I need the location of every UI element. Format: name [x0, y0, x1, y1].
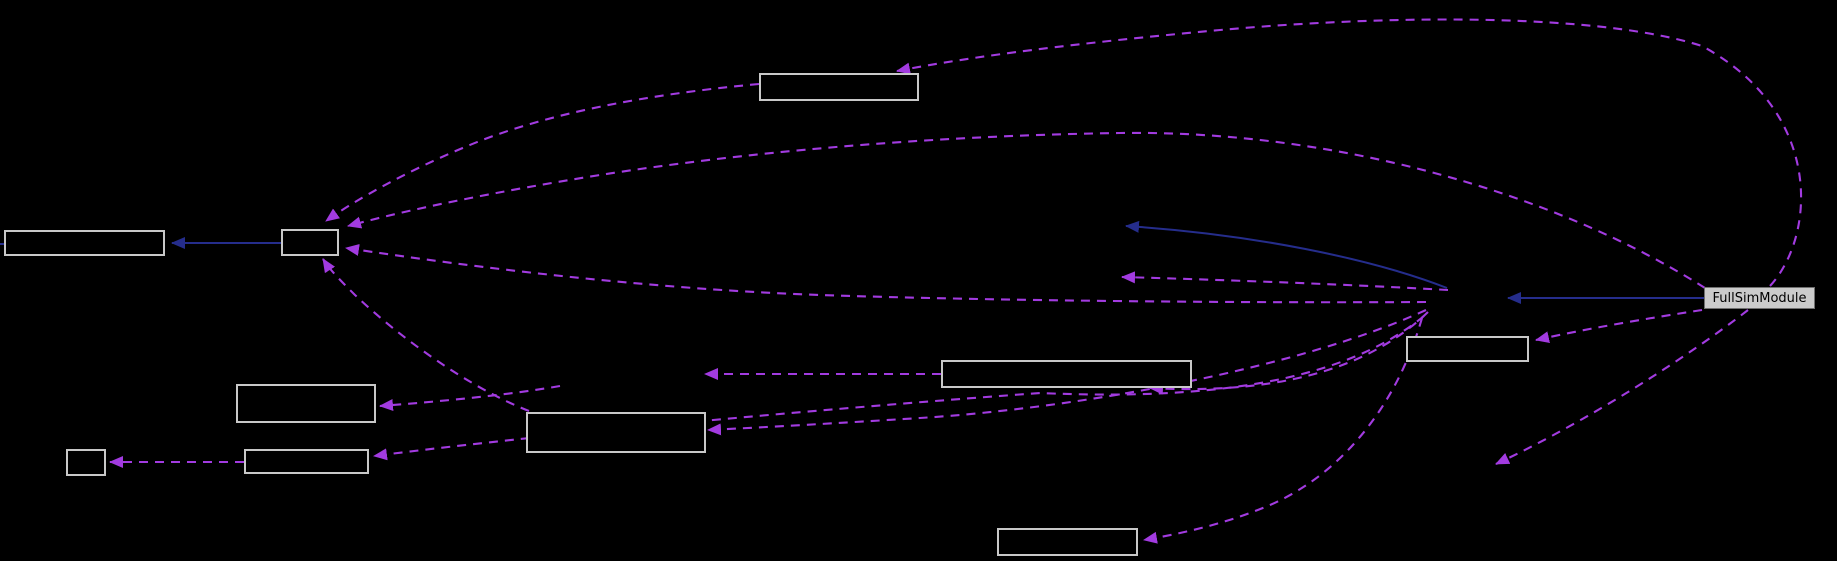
edge-junction-to-box-small-left: [345, 244, 1427, 304]
node-box-wide-mid[interactable]: [941, 360, 1192, 388]
edge-fullsimmodule-to-hidden-node-4: [1495, 309, 1749, 465]
node-box-tiny-left[interactable]: [66, 449, 106, 476]
node-box-bottom-left[interactable]: [244, 449, 369, 474]
node-fullsimmodule[interactable]: FullSimModule: [1704, 287, 1815, 309]
node-box-bottom-center[interactable]: [997, 528, 1138, 556]
node-box-top[interactable]: [759, 73, 919, 101]
edge-junction-to-hidden-node-2: [1121, 271, 1449, 292]
node-box-center[interactable]: [526, 412, 706, 453]
node-box-left[interactable]: [4, 230, 165, 256]
edge-junction-to-box-bottom-center: [1143, 317, 1424, 544]
edge-box-top-to-box-small-left: [325, 82, 760, 222]
edge-fullsimmodule-to-box-small-left: [347, 131, 1706, 289]
edge-hidden-node-3-to-box-mid-left: [379, 384, 561, 412]
node-box-mid-left[interactable]: [236, 384, 376, 423]
edge-junction-to-hidden-node-1: [1125, 220, 1448, 289]
node-box-right-mid[interactable]: [1406, 336, 1529, 362]
edge-fullsimmodule-to-box-right-mid: [1535, 308, 1703, 344]
node-fullsimmodule-label: FullSimModule: [1712, 290, 1807, 306]
edge-junction-to-box-center: [707, 309, 1427, 436]
node-box-small-left[interactable]: [281, 229, 339, 256]
edge-fullsimmodule-to-box-top: [896, 18, 1803, 287]
edge-junction-to-box-wide-mid: [1149, 311, 1429, 395]
edge-box-center-to-box-small-left: [322, 258, 530, 412]
